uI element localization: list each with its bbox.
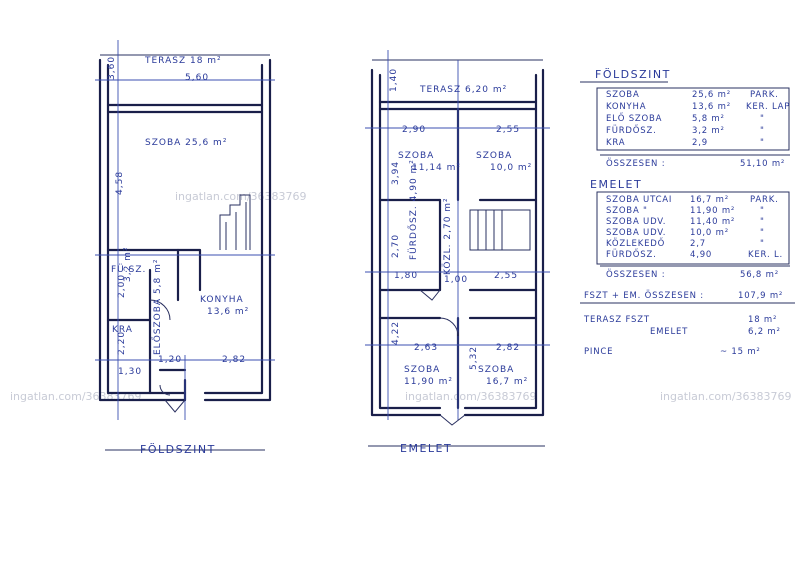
summary-row-floor: " bbox=[760, 228, 765, 238]
upper-dim: 2,55 bbox=[496, 125, 520, 135]
summary-row-floor: " bbox=[760, 138, 765, 148]
summary-terrace-label: TERASZ FSZT bbox=[583, 315, 650, 325]
summary-row-area: 25,6 m² bbox=[692, 90, 731, 100]
ground-kitchen-area: 13,6 m² bbox=[207, 307, 249, 317]
upper-terrace-label: TERASZ 6,20 m² bbox=[419, 85, 507, 95]
ground-room-label: SZOBA 25,6 m² bbox=[145, 138, 227, 148]
summary-row-floor: " bbox=[760, 206, 765, 216]
upper-dim: 1,80 bbox=[394, 271, 418, 281]
summary-row-area: 5,8 m² bbox=[692, 114, 725, 124]
summary-upper-total-label: ÖSSZESEN : bbox=[606, 269, 665, 280]
summary-row-floor: KER. L. bbox=[748, 250, 783, 260]
summary-row-floor: " bbox=[760, 126, 765, 136]
summary-ground-total-label: ÖSSZESEN : bbox=[606, 158, 665, 169]
summary-cellar: ~ 15 m² bbox=[720, 347, 761, 357]
ground-dim: 1,20 bbox=[158, 355, 182, 365]
watermark: ingatlan.com/36383769 bbox=[175, 190, 307, 203]
summary-upper-title: EMELET bbox=[590, 178, 642, 191]
upper-room-b: SZOBA bbox=[476, 151, 512, 161]
upper-room-d: SZOBA bbox=[478, 365, 514, 375]
summary-upper-total: 56,8 m² bbox=[740, 270, 779, 280]
summary-row-name: SZOBA UTCAI bbox=[606, 195, 672, 205]
summary-row-area: 2,9 bbox=[692, 138, 708, 148]
watermark: ingatlan.com/36383769 bbox=[405, 390, 537, 403]
summary-row-name: SZOBA UDV. bbox=[606, 217, 666, 227]
ground-wc-label: KRA bbox=[112, 325, 133, 335]
upper-room-c: SZOBA bbox=[404, 365, 440, 375]
summary-row-floor: KER. LAP bbox=[746, 102, 790, 112]
summary-grand-total: 107,9 m² bbox=[738, 291, 783, 301]
summary-grand-total-label: FSZT + EM. ÖSSZESEN : bbox=[584, 290, 704, 301]
upper-dim: 3,94 bbox=[391, 161, 401, 185]
summary-ground-title: FÖLDSZINT bbox=[595, 68, 671, 81]
summary-row-floor: " bbox=[760, 114, 765, 124]
ground-bath-area: 3,2 m² bbox=[123, 246, 133, 282]
ground-terrace-width: 5,60 bbox=[185, 73, 209, 83]
summary-row-name: FÜRDŐSZ. bbox=[606, 249, 657, 260]
upper-terrace-depth: 1,40 bbox=[389, 68, 399, 92]
summary-row-floor: PARK. bbox=[750, 90, 779, 100]
ground-hall-label: ELŐSZOBA 5,8 m² bbox=[152, 259, 163, 356]
summary-row-area: 11,90 m² bbox=[690, 206, 735, 216]
summary-row-area: 11,40 m² bbox=[690, 217, 735, 227]
upper-room-d-area: 16,7 m² bbox=[486, 377, 528, 387]
summary-row-name: SZOBA " bbox=[606, 206, 648, 216]
upper-corridor-label: KÖZL. 2,70 m² bbox=[442, 197, 453, 275]
summary-row-area: 13,6 m² bbox=[692, 102, 731, 112]
watermark: ingatlan.com/36383769 bbox=[660, 390, 792, 403]
upper-dim: 2,55 bbox=[494, 271, 518, 281]
summary-row-name: ELŐ SZOBA bbox=[606, 113, 662, 124]
summary-row-name: SZOBA UDV. bbox=[606, 228, 666, 238]
ground-dim: 1,30 bbox=[118, 367, 142, 377]
ground-terrace-depth: 3,60 bbox=[107, 56, 117, 80]
ground-terrace-label: TERASZ 18 m² bbox=[144, 56, 222, 66]
summary-row-floor: PARK. bbox=[750, 195, 779, 205]
upper-room-a-area: 11,14 m² bbox=[412, 163, 461, 173]
summary-ground-total: 51,10 m² bbox=[740, 159, 785, 169]
area-summary: FÖLDSZINT SZOBA 25,6 m² PARK. KONYHA 13,… bbox=[580, 68, 795, 357]
upper-dim: 2,70 bbox=[391, 234, 401, 258]
upper-room-c-area: 11,90 m² bbox=[404, 377, 453, 387]
ground-dim: 2,82 bbox=[222, 355, 246, 365]
upper-room-b-area: 10,0 m² bbox=[490, 163, 532, 173]
upper-dim: 2,82 bbox=[496, 343, 520, 353]
upper-floor-caption: EMELET bbox=[400, 442, 452, 455]
upper-dim: 2,90 bbox=[402, 125, 426, 135]
summary-row-name: SZOBA bbox=[606, 90, 640, 100]
upper-floor-plan: TERASZ 6,20 m² 1,40 2,90 2,55 3,94 1,80 … bbox=[365, 50, 550, 455]
upper-dim: 4,22 bbox=[391, 321, 401, 345]
ground-floor-plan: TERASZ 18 m² 5,60 3,60 SZOBA 25,6 m² 4,5… bbox=[95, 40, 275, 456]
ground-dim: 2,20 bbox=[117, 331, 127, 355]
ground-kitchen-label: KONYHA bbox=[200, 295, 244, 305]
summary-terrace-upper-label: EMELET bbox=[650, 327, 688, 337]
upper-dim: 2,63 bbox=[414, 343, 438, 353]
ground-room-depth: 4,58 bbox=[115, 171, 125, 195]
summary-terrace-ground: 18 m² bbox=[748, 315, 777, 325]
summary-terrace-upper: 6,2 m² bbox=[748, 327, 781, 337]
summary-row-name: FÜRDŐSZ. bbox=[606, 125, 657, 136]
ground-dim: 2,00 bbox=[117, 274, 127, 298]
upper-dim: 1,00 bbox=[444, 275, 468, 285]
summary-row-area: 2,7 bbox=[690, 239, 706, 249]
summary-row-area: 16,7 m² bbox=[690, 195, 729, 205]
upper-bath-label: FÜRDŐSZ. 4,90 m² bbox=[408, 159, 419, 260]
summary-row-floor: " bbox=[760, 217, 765, 227]
upper-dim: 5,32 bbox=[469, 346, 479, 370]
summary-row-area: 10,0 m² bbox=[690, 228, 729, 238]
summary-row-area: 4,90 bbox=[690, 250, 712, 260]
ground-floor-caption: FÖLDSZINT bbox=[140, 443, 216, 456]
summary-row-name: KRA bbox=[606, 138, 625, 148]
summary-row-name: KÖZLEKEDŐ bbox=[606, 238, 665, 249]
summary-row-floor: " bbox=[760, 239, 765, 249]
upper-room-a: SZOBA bbox=[398, 151, 434, 161]
summary-cellar-label: PINCE bbox=[584, 347, 613, 357]
ground-bath-label: FÜ.SZ. bbox=[111, 264, 146, 275]
summary-row-name: KONYHA bbox=[606, 102, 646, 112]
summary-row-area: 3,2 m² bbox=[692, 126, 725, 136]
